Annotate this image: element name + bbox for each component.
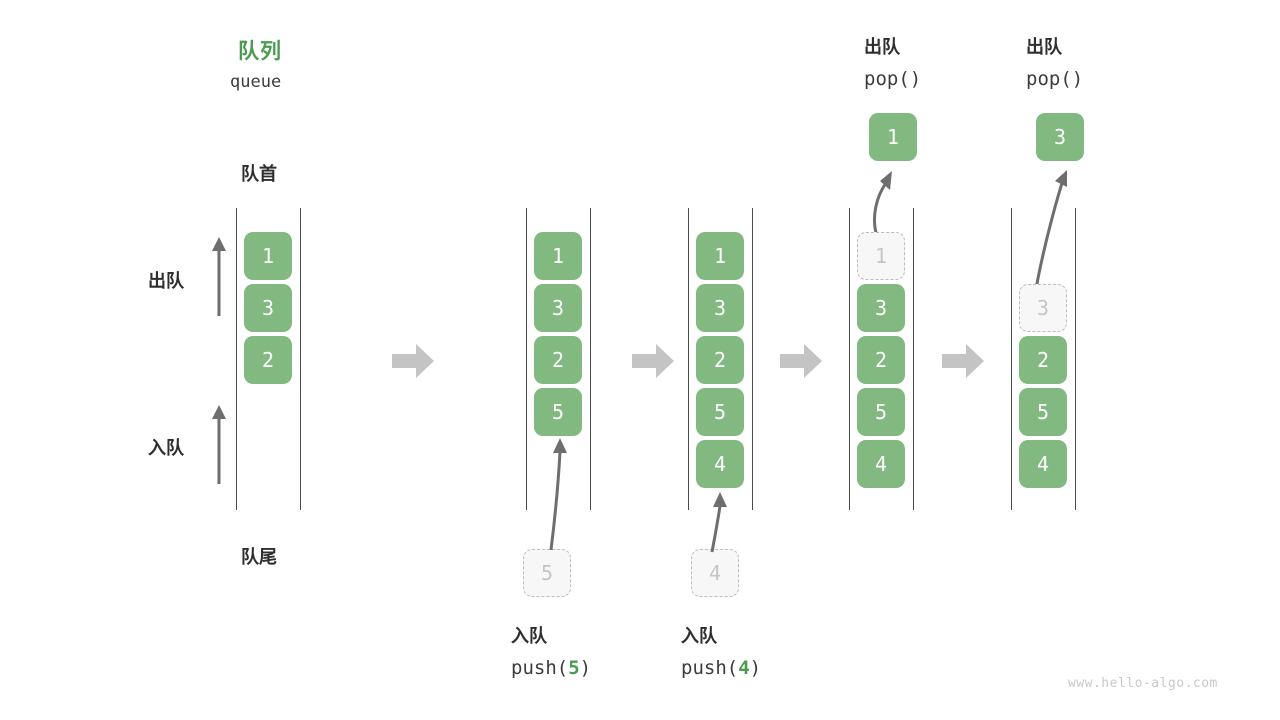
queue-cell: 5 <box>696 388 744 436</box>
push-arrow-icon <box>710 492 727 553</box>
enqueue-direction-label: 入队 <box>148 438 184 459</box>
push-arrow-icon <box>549 438 567 551</box>
figure-title-code: queue <box>230 72 282 92</box>
queue-rail-right-1 <box>300 208 301 510</box>
watermark: www.hello-algo.com <box>1068 676 1218 691</box>
queue-cell: 2 <box>1019 336 1067 384</box>
queue-cell: 1 <box>244 232 292 280</box>
push-code-prefix: push( <box>681 657 739 679</box>
popped-cell: 1 <box>869 113 917 161</box>
push-label-cn: 入队 <box>511 626 547 647</box>
queue-rail-right-2 <box>590 208 591 510</box>
queue-rail-left-4 <box>849 208 850 510</box>
queue-rail-left-5 <box>1011 208 1012 510</box>
queue-cell: 2 <box>534 336 582 384</box>
stage-transition-arrow-icon <box>942 344 984 378</box>
push-code-suffix: ) <box>579 657 592 679</box>
queue-cell: 5 <box>534 388 582 436</box>
push-code-prefix: push( <box>511 657 569 679</box>
queue-rail-left-3 <box>688 208 689 510</box>
queue-cell: 1 <box>534 232 582 280</box>
queue-cell: 2 <box>857 336 905 384</box>
queue-rail-right-4 <box>913 208 914 510</box>
queue-cell: 3 <box>857 284 905 332</box>
push-code-value: 5 <box>568 657 580 679</box>
pop-label-code: pop() <box>1026 68 1084 90</box>
figure-title-cn: 队列 <box>238 39 282 63</box>
pop-arrow-icon <box>872 171 892 234</box>
pop-label-cn: 出队 <box>864 37 900 58</box>
pop-label-cn: 出队 <box>1026 37 1062 58</box>
stage-transition-arrow-icon <box>392 344 434 378</box>
queue-rail-right-5 <box>1075 208 1076 510</box>
queue-cell: 2 <box>696 336 744 384</box>
queue-rail-right-3 <box>752 208 753 510</box>
queue-cell: 5 <box>1019 388 1067 436</box>
queue-cell: 4 <box>857 440 905 488</box>
queue-cell: 3 <box>244 284 292 332</box>
push-label-code: push(4) <box>681 657 761 679</box>
queue-cell: 1 <box>696 232 744 280</box>
stage-transition-arrow-icon <box>632 344 674 378</box>
queue-cell: 3 <box>534 284 582 332</box>
outgoing-ghost-cell: 1 <box>857 232 905 280</box>
front-label: 队首 <box>241 164 277 185</box>
popped-cell: 3 <box>1036 113 1084 161</box>
stage-transition-arrow-icon <box>780 344 822 378</box>
queue-rail-left-2 <box>526 208 527 510</box>
dequeue-direction-label: 出队 <box>148 271 184 292</box>
queue-cell: 2 <box>244 336 292 384</box>
queue-cell: 5 <box>857 388 905 436</box>
queue-rail-left-1 <box>236 208 237 510</box>
pop-arrow-icon <box>1034 170 1067 290</box>
push-label-code: push(5) <box>511 657 591 679</box>
pop-label-code: pop() <box>864 68 922 90</box>
enqueue-direction-arrow-icon <box>212 405 226 484</box>
dequeue-direction-arrow-icon <box>212 237 226 316</box>
push-code-suffix: ) <box>749 657 762 679</box>
incoming-ghost-cell: 4 <box>691 549 739 597</box>
outgoing-ghost-cell: 3 <box>1019 284 1067 332</box>
rear-label: 队尾 <box>241 547 277 568</box>
push-code-value: 4 <box>738 657 750 679</box>
incoming-ghost-cell: 5 <box>523 549 571 597</box>
queue-cell: 3 <box>696 284 744 332</box>
push-label-cn: 入队 <box>681 626 717 647</box>
queue-cell: 4 <box>696 440 744 488</box>
queue-cell: 4 <box>1019 440 1067 488</box>
